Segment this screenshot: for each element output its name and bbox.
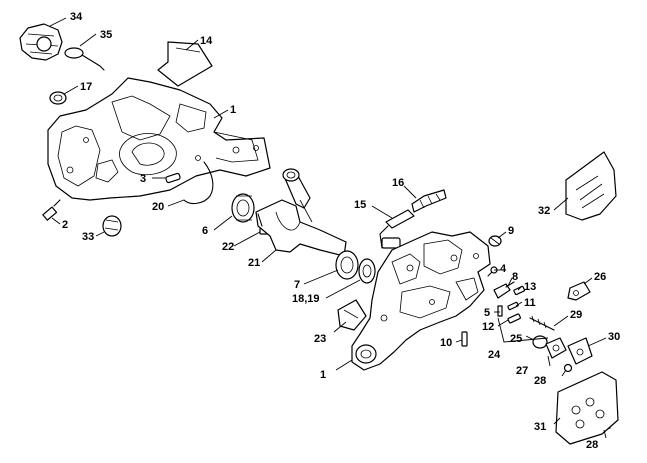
part-12 — [507, 313, 521, 324]
part-14 — [157, 41, 213, 87]
callout-32: 32 — [538, 205, 550, 217]
part-8 — [493, 281, 515, 299]
callout-27: 27 — [516, 365, 528, 377]
part-16 — [411, 189, 447, 213]
callout-14: 14 — [200, 35, 213, 47]
part-35 — [64, 47, 105, 71]
callout-7: 7 — [294, 279, 300, 291]
crankcase-right — [351, 231, 491, 371]
part-6-bearing — [231, 193, 255, 223]
callout-18-19: 18,19 — [292, 293, 320, 305]
callout-31: 31 — [534, 421, 546, 433]
part-29 — [529, 315, 555, 331]
callout-33: 33 — [82, 231, 94, 243]
callout-29: 29 — [570, 309, 582, 321]
part-21-crankshaft — [255, 168, 347, 257]
part-3 — [165, 172, 181, 184]
part-10 — [461, 331, 468, 347]
callout-3: 3 — [140, 173, 146, 185]
callout-10: 10 — [440, 337, 452, 349]
callout-4: 4 — [500, 263, 507, 275]
callout-12: 12 — [482, 321, 494, 333]
part-34 — [19, 23, 63, 61]
part-25 — [532, 335, 548, 349]
part-4 — [487, 266, 498, 277]
callout-24: 24 — [488, 349, 501, 361]
callout-25: 25 — [510, 333, 522, 345]
callout-1-lower: 1 — [320, 369, 326, 381]
part-11 — [507, 301, 519, 311]
callout-16: 16 — [392, 177, 404, 189]
callout-23: 23 — [314, 333, 326, 345]
crankcase-left — [47, 77, 271, 201]
callout-labels: 34 35 14 17 1 3 20 2 33 6 22 21 16 15 7 … — [62, 11, 620, 451]
part-13 — [513, 285, 526, 296]
part-20-gasket — [183, 161, 214, 205]
callout-35: 35 — [100, 29, 112, 41]
callout-6: 6 — [202, 225, 208, 237]
part-32-cover — [565, 151, 617, 221]
callout-28-upper: 28 — [534, 375, 546, 387]
callout-9: 9 — [508, 225, 514, 237]
callout-20: 20 — [152, 201, 164, 213]
part-33 — [102, 215, 122, 237]
part-27 — [545, 337, 567, 359]
part-5 — [497, 305, 503, 317]
part-18-19-seal — [358, 258, 376, 284]
part-9 — [488, 235, 502, 247]
part-7-bearing — [335, 250, 359, 280]
callout-8: 8 — [512, 271, 518, 283]
callout-15: 15 — [354, 199, 366, 211]
callout-22: 22 — [222, 241, 234, 253]
callout-21: 21 — [248, 257, 260, 269]
callout-11: 11 — [524, 297, 536, 309]
callout-30: 30 — [608, 331, 620, 343]
callout-1-upper: 1 — [230, 104, 236, 116]
callout-34: 34 — [70, 11, 83, 23]
part-17 — [49, 91, 67, 105]
callout-26: 26 — [594, 271, 606, 283]
callout-5: 5 — [484, 307, 490, 319]
part-30 — [567, 337, 593, 365]
part-31-cover — [555, 371, 619, 445]
part-15 — [379, 209, 415, 249]
callout-17: 17 — [80, 81, 92, 93]
part-2 — [42, 199, 61, 221]
callout-28-lower: 28 — [586, 439, 598, 451]
leader-lines — [49, 17, 607, 439]
part-28-upper — [563, 363, 573, 373]
callout-2: 2 — [62, 219, 68, 231]
part-26 — [567, 281, 591, 301]
callout-13: 13 — [524, 281, 536, 293]
